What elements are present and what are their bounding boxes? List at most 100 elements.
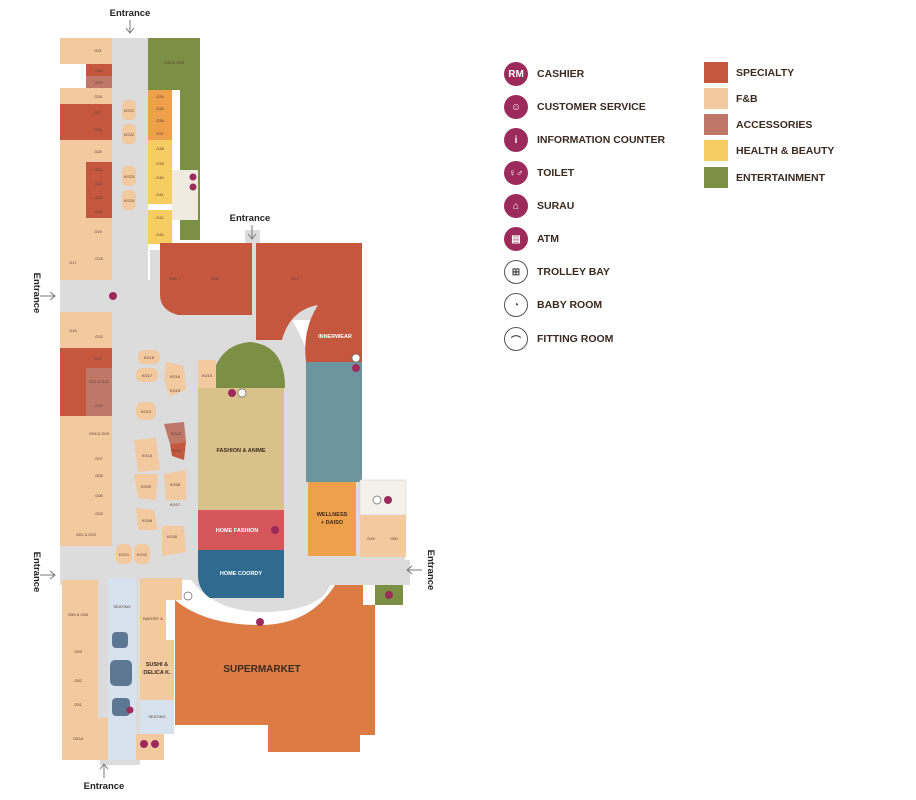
- unit-g38[interactable]: [148, 140, 172, 156]
- unit-g51a[interactable]: [62, 718, 108, 760]
- unit-g16[interactable]: [60, 312, 86, 348]
- unit-g41[interactable]: [148, 184, 172, 204]
- unit-g26[interactable]: [60, 120, 112, 140]
- kiosk-kg23[interactable]: [122, 166, 136, 186]
- unit-g52[interactable]: [62, 670, 98, 694]
- unit-g17[interactable]: [60, 244, 86, 280]
- unit-g27[interactable]: [60, 104, 112, 120]
- unit-le-cafe[interactable]: [140, 578, 182, 600]
- kiosk-kg01[interactable]: [116, 544, 132, 564]
- unit-g53[interactable]: [62, 630, 98, 670]
- kiosk-blue-1[interactable]: [112, 632, 128, 648]
- kiosk-kg10[interactable]: [134, 438, 160, 472]
- unit-g40[interactable]: [148, 170, 172, 184]
- fitting-room-marker-icon[interactable]: [351, 353, 361, 363]
- unit-home-fashion[interactable]: [198, 510, 284, 550]
- unit-g49[interactable]: [360, 515, 383, 557]
- unit-g31[interactable]: [60, 38, 112, 64]
- unit-home-coordy[interactable]: [198, 550, 284, 598]
- unit-label: KG02: [137, 552, 148, 557]
- atm-marker-icon[interactable]: [372, 495, 382, 505]
- unit-g37[interactable]: [148, 126, 172, 140]
- kiosk-kg08[interactable]: [164, 470, 186, 500]
- unit-g36[interactable]: [148, 114, 172, 126]
- legend-fitting-room: ⌒ FITTING ROOM: [504, 327, 613, 351]
- cashier-marker-icon[interactable]: [271, 526, 279, 534]
- unit-g20[interactable]: [60, 162, 86, 218]
- unit-g21[interactable]: [86, 204, 112, 218]
- unit-g24[interactable]: [86, 162, 112, 176]
- unit-g44[interactable]: [160, 243, 252, 315]
- kiosk-kg13[interactable]: [136, 402, 156, 420]
- kiosk-kg16[interactable]: [164, 362, 186, 396]
- unit-g43[interactable]: [148, 224, 172, 244]
- unit-g06[interactable]: [60, 466, 112, 484]
- unit-g39[interactable]: [148, 156, 172, 170]
- unit-wellness[interactable]: [308, 482, 356, 556]
- kiosk-kg17[interactable]: [136, 368, 158, 382]
- unit-g23[interactable]: [86, 176, 112, 190]
- unit-g50[interactable]: [383, 515, 406, 557]
- unit-fashion[interactable]: [198, 388, 284, 510]
- unit-g19[interactable]: [60, 218, 112, 244]
- unit-label: G42: [156, 215, 164, 220]
- cashier-marker-icon[interactable]: [228, 389, 236, 397]
- kiosk-blue-2[interactable]: [110, 660, 132, 686]
- unit-g42[interactable]: [148, 210, 172, 224]
- unit-g47[interactable]: [256, 243, 362, 340]
- anchor-label: INNERWEAR: [318, 334, 352, 340]
- unit-g51[interactable]: [62, 694, 98, 718]
- unit-g03[interactable]: [60, 504, 112, 522]
- kiosk-kg05[interactable]: [162, 526, 186, 556]
- unit-supermarket[interactable]: [175, 585, 375, 752]
- toilet-marker-icon[interactable]: [384, 496, 392, 504]
- unit-label: G18: [95, 256, 103, 261]
- kiosk-kg12[interactable]: [164, 422, 186, 444]
- unit-g32[interactable]: [148, 38, 200, 90]
- kiosk-blue-3[interactable]: [112, 698, 130, 716]
- unit-g35[interactable]: [148, 102, 172, 114]
- surau-marker-icon[interactable]: [189, 183, 197, 191]
- unit-g29[interactable]: [86, 76, 112, 88]
- surau-marker-icon[interactable]: [140, 740, 148, 748]
- kiosk-kg22[interactable]: [122, 124, 136, 144]
- trolley-bay-marker-icon[interactable]: [183, 591, 193, 601]
- category-specialty: SPECIALTY: [704, 62, 794, 83]
- kiosk-kg11[interactable]: [170, 442, 186, 460]
- unit-innerwear[interactable]: [305, 305, 362, 362]
- legend-label: CASHIER: [537, 68, 585, 80]
- unit-g22[interactable]: [86, 190, 112, 204]
- kiosk-kg18[interactable]: [138, 350, 160, 364]
- unit-g13[interactable]: [60, 348, 112, 368]
- unit-g34[interactable]: [148, 90, 172, 102]
- kiosk-kg02[interactable]: [134, 544, 150, 564]
- unit-g28[interactable]: [60, 88, 112, 104]
- kiosk-kg21[interactable]: [122, 100, 136, 120]
- toilet-marker-icon[interactable]: [189, 173, 197, 181]
- kiosk-kg19[interactable]: [198, 360, 216, 388]
- unit-g30[interactable]: [86, 64, 112, 76]
- cashier-marker-icon[interactable]: [256, 618, 264, 626]
- unit-g05[interactable]: [60, 484, 112, 504]
- unit-entertainment[interactable]: [210, 342, 285, 388]
- kiosk-kg09[interactable]: [134, 474, 158, 500]
- unit-teal-anchor[interactable]: [306, 362, 362, 482]
- unit-g15[interactable]: [86, 312, 112, 348]
- unit-g25[interactable]: [60, 140, 112, 162]
- kiosk-kg06[interactable]: [136, 508, 158, 530]
- kiosk-kg24[interactable]: [122, 190, 136, 210]
- cashier-marker-icon[interactable]: [126, 706, 134, 714]
- unit-g18[interactable]: [86, 244, 112, 280]
- unit-g07[interactable]: [60, 450, 112, 466]
- category-entertainment: ENTERTAINMENT: [704, 167, 825, 188]
- unit-g01[interactable]: [60, 522, 112, 546]
- cashier-marker-icon[interactable]: [352, 364, 360, 372]
- fitting-room-marker-icon[interactable]: [237, 388, 247, 398]
- unit-sushi[interactable]: [140, 640, 174, 700]
- unit-bakery[interactable]: [140, 600, 166, 640]
- information-counter-marker-icon[interactable]: [109, 292, 117, 300]
- toilet-marker-icon[interactable]: [151, 740, 159, 748]
- unit-label: G53: [74, 649, 82, 654]
- unit-g55[interactable]: [62, 580, 98, 630]
- unit-g08[interactable]: [60, 416, 112, 450]
